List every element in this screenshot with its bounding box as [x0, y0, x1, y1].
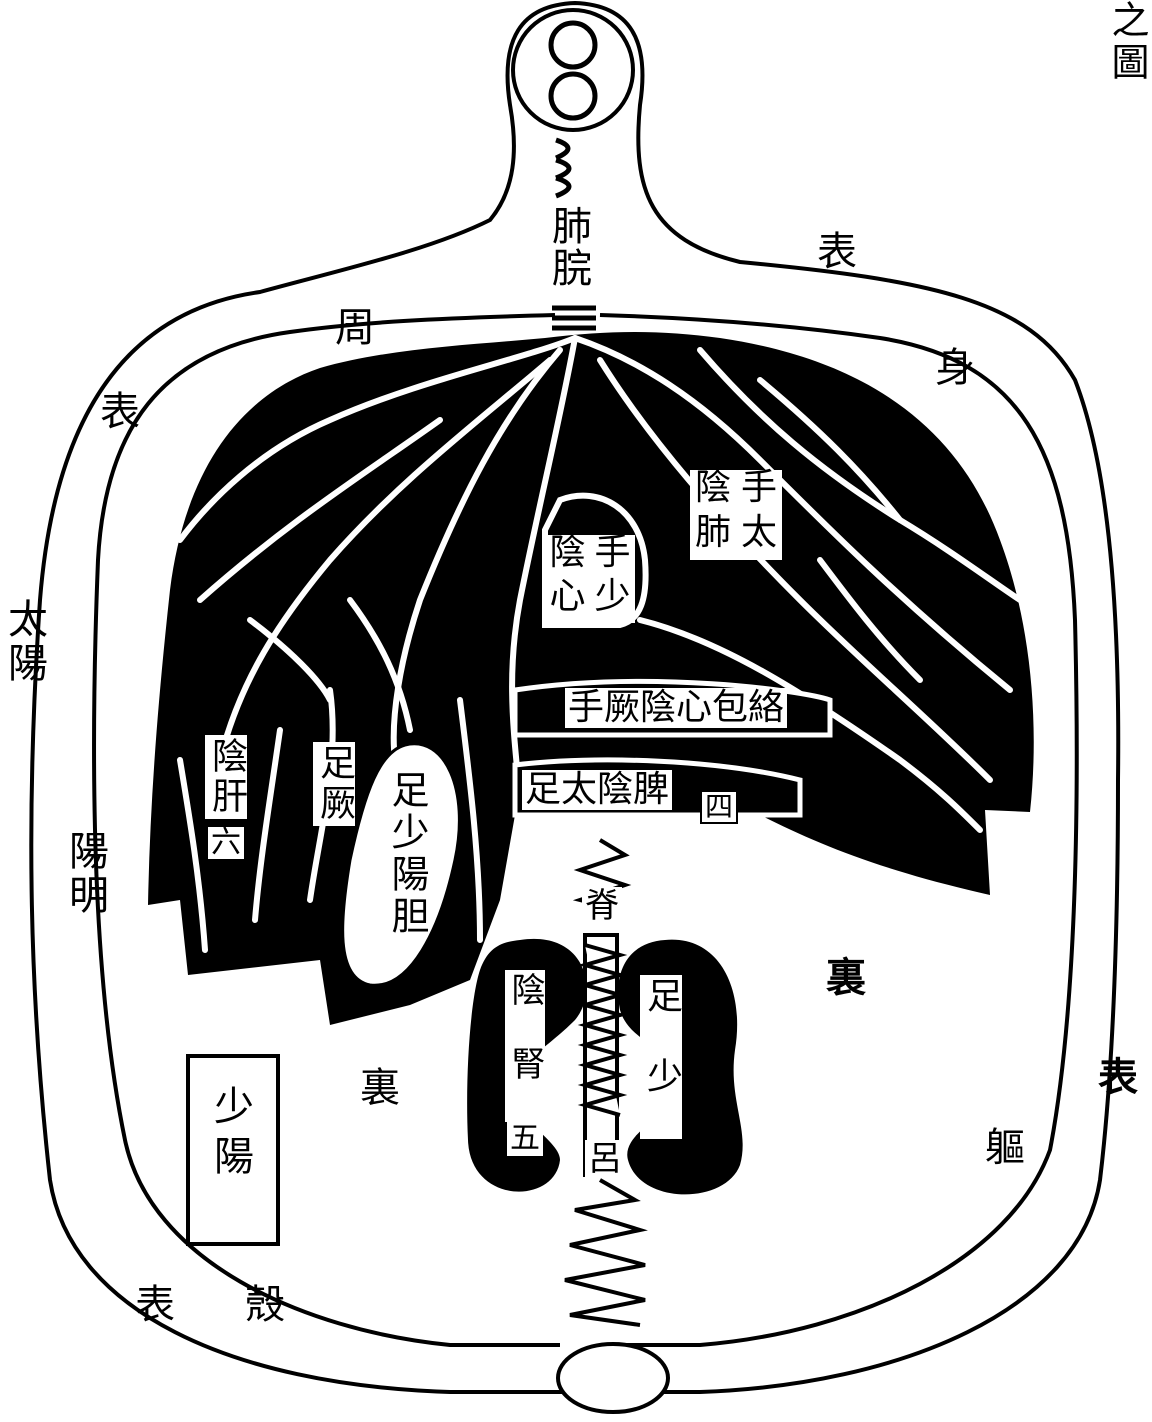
label-ke: 殼 — [245, 1285, 285, 1325]
kidney-left-label: 陰腎 — [505, 970, 545, 1122]
label-li-center: 裏 — [360, 1068, 400, 1108]
spleen-number: 四 — [700, 790, 738, 824]
heart-char: 心 — [545, 579, 590, 623]
lung-char: 陰 — [690, 470, 736, 515]
jue-label: 足厥 — [313, 742, 355, 826]
kidney-right-label: 足少 — [640, 975, 682, 1139]
heart-char: 少 — [590, 579, 635, 623]
label-biao-right: 表 — [1098, 1058, 1138, 1098]
shaoyang-label: 少陽 — [210, 1085, 250, 1185]
label-biao-bottom: 表 — [135, 1285, 175, 1325]
lung-char: 肺 — [690, 515, 736, 560]
label-yangming: 陽明 — [65, 830, 105, 918]
label-biao-top: 表 — [817, 232, 857, 272]
label-li-right: 裏 — [826, 958, 866, 998]
lung-label-box: 陰 手 肺 太 — [690, 470, 782, 560]
trachea-label: 肺脘 — [548, 205, 588, 289]
heart-char: 手 — [590, 535, 635, 579]
gallbladder-label: 足少陽胆 — [388, 770, 426, 938]
lung-char: 手 — [736, 470, 782, 515]
heart-char: 陰 — [545, 535, 590, 579]
pericardium-label: 手厥陰心包絡 — [565, 688, 787, 728]
kidney-number: 五 — [507, 1122, 543, 1156]
liver-label: 陰肝 — [205, 735, 247, 819]
corner-text: 之圖 — [1108, 0, 1146, 84]
liver-number: 六 — [206, 825, 246, 861]
label-qu: 軀 — [985, 1128, 1025, 1168]
heart-label-box: 陰 手 心 少 — [545, 535, 635, 623]
label-biao-left: 表 — [100, 392, 140, 432]
label-zhou: 周 — [335, 308, 375, 348]
lung-char: 太 — [736, 515, 782, 560]
spleen-label: 足太陰脾 — [522, 770, 672, 810]
spine-lower-label: 呂 — [585, 1140, 625, 1178]
spine-upper-label: 脊 — [582, 887, 622, 925]
pelvis-bulb — [558, 1344, 668, 1412]
label-taiyang: 太陽 — [4, 598, 44, 686]
label-shen: 身 — [935, 348, 975, 388]
